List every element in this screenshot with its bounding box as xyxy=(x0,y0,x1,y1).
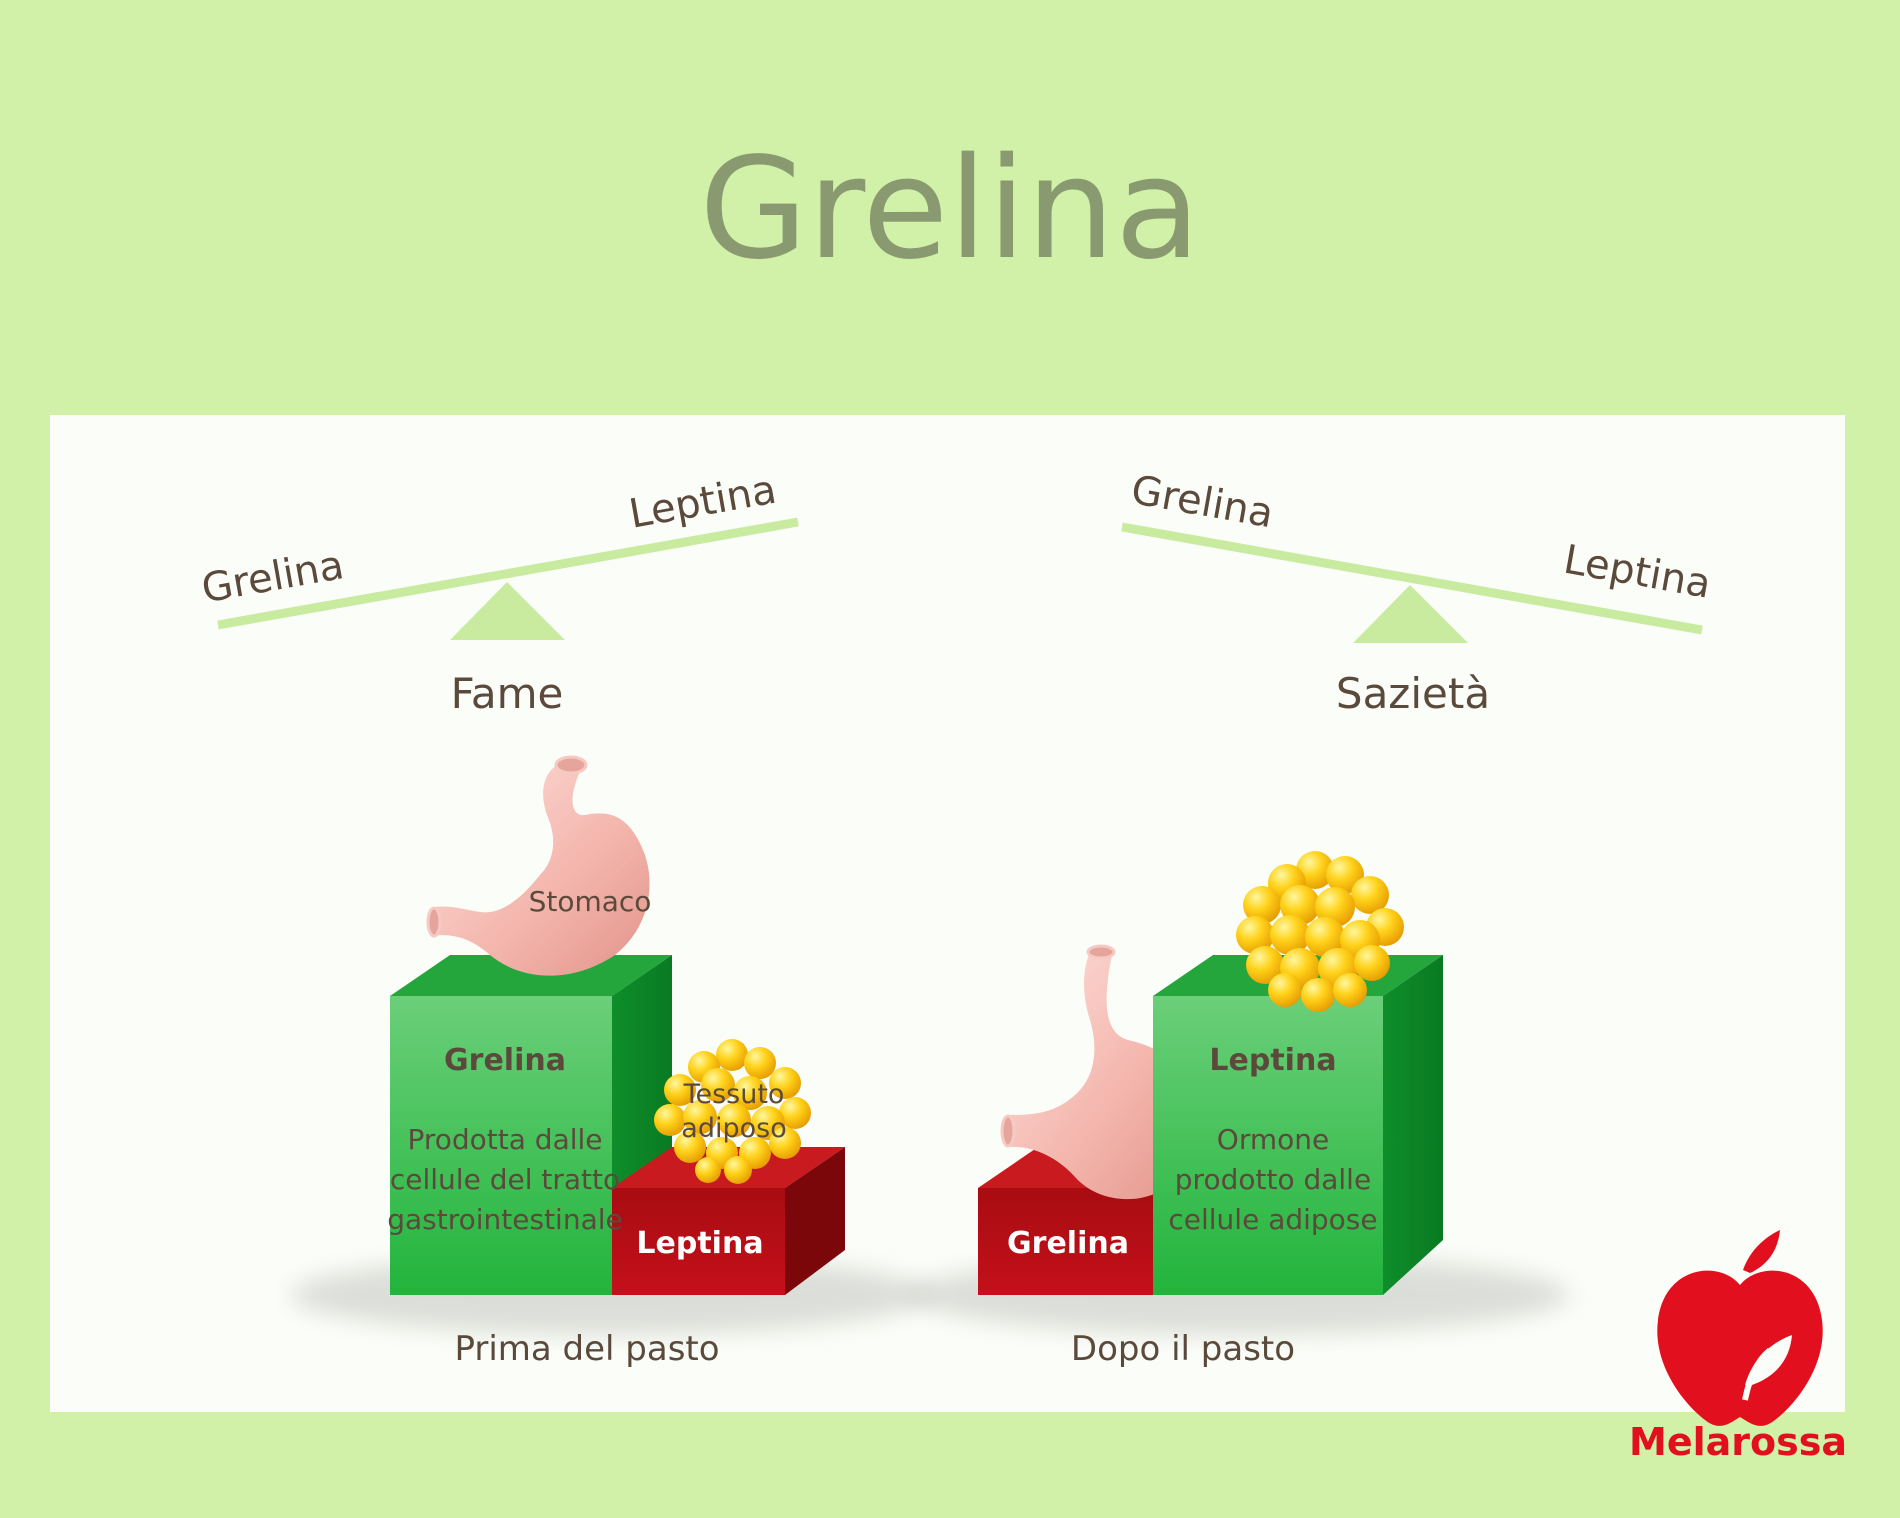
before-short-block-label: Leptina xyxy=(636,1226,763,1261)
after-tall-block-label: Leptina xyxy=(1209,1043,1336,1078)
apple-leaf-icon xyxy=(1743,1230,1780,1273)
stomach-body xyxy=(432,765,650,976)
right-scale-grelina-label: Grelina xyxy=(1128,467,1277,537)
after-meal-group: Grelina Leptina Ormone prodotto dalle ce… xyxy=(910,851,1570,1369)
diagram-panel: Grelina Leptina Fame Grelina Leptina Saz… xyxy=(50,415,1845,1412)
before-tall-block-top xyxy=(390,955,672,996)
after-tall-block-desc-2: prodotto dalle xyxy=(1175,1163,1371,1196)
after-short-block-front xyxy=(978,1188,1153,1295)
apple-inner-stem-icon xyxy=(1742,1347,1773,1401)
before-tall-block-front xyxy=(390,996,612,1295)
before-tall-block-desc-2: cellule del tratto xyxy=(390,1163,620,1196)
brand-name: Melarossa xyxy=(1629,1420,1847,1464)
stomach-illustration xyxy=(426,755,650,976)
right-scale-beam xyxy=(1121,522,1703,635)
right-scale-leptina-label: Leptina xyxy=(1560,537,1714,608)
before-meal-caption: Prima del pasto xyxy=(454,1329,719,1369)
right-scale: Grelina Leptina Sazietà xyxy=(1121,467,1714,718)
after-tall-block-desc-3: cellule adipose xyxy=(1168,1203,1377,1236)
adipose-tissue-illustration-large xyxy=(1236,851,1404,1012)
adipose-label-1: Tessuto xyxy=(683,1079,785,1110)
right-scale-state-label: Sazietà xyxy=(1336,669,1490,718)
left-scale-beam xyxy=(217,517,799,630)
stomach-esophagus-opening xyxy=(554,755,588,775)
adipose-tissue-illustration-small xyxy=(654,1039,811,1184)
before-tall-block-desc-3: gastrointestinale xyxy=(387,1203,623,1236)
before-tall-block-desc-1: Prodotta dalle xyxy=(407,1123,602,1156)
before-meal-group: Stomaco Grelina Prodotta dalle cellule d… xyxy=(290,755,930,1369)
stomach-label: Stomaco xyxy=(529,885,652,918)
left-scale-fulcrum xyxy=(450,582,565,640)
before-short-block-front xyxy=(612,1188,785,1295)
right-scale-fulcrum xyxy=(1353,585,1468,643)
after-tall-block xyxy=(1153,955,1443,1295)
before-short-block-side xyxy=(785,1147,845,1295)
hormone-diagram: Grelina Leptina Fame Grelina Leptina Saz… xyxy=(198,467,1714,1369)
after-tall-block-desc-1: Ormone xyxy=(1217,1123,1329,1156)
after-meal-caption: Dopo il pasto xyxy=(1071,1329,1295,1369)
adipose-label-2: adiposo xyxy=(681,1113,786,1144)
after-short-block-label: Grelina xyxy=(1007,1226,1129,1261)
left-scale: Grelina Leptina Fame xyxy=(198,467,799,718)
after-tall-block-front xyxy=(1153,996,1383,1295)
after-tall-block-side xyxy=(1383,955,1443,1295)
apple-icon xyxy=(1657,1270,1823,1426)
stomach-illustration-after xyxy=(1000,944,1199,1200)
stomach-duodenum-opening-after xyxy=(1000,1114,1016,1148)
brand-logo xyxy=(1657,1230,1823,1426)
left-scale-state-label: Fame xyxy=(451,669,564,718)
stomach-esophagus-opening-after xyxy=(1086,944,1116,960)
page-title: Grelina xyxy=(699,128,1201,291)
stomach-body-after xyxy=(1008,952,1199,1200)
stomach-duodenum-opening xyxy=(426,906,442,938)
before-tall-block-label: Grelina xyxy=(444,1043,566,1078)
